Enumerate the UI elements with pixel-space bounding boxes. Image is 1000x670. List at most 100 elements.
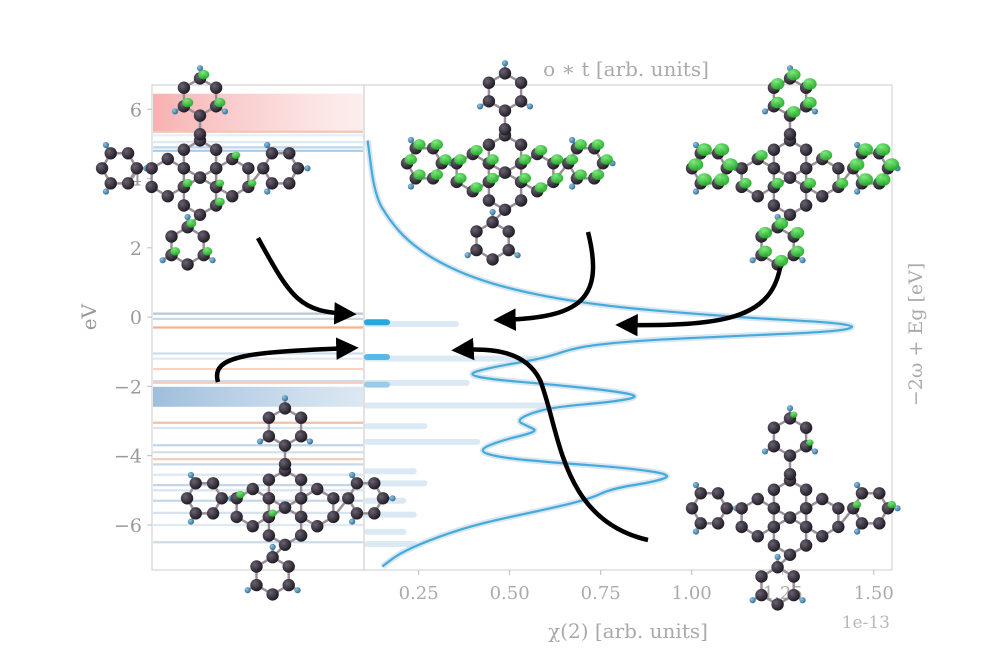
orbital-lobe	[852, 500, 862, 509]
carbon-atom	[735, 502, 748, 515]
hydrogen-atom	[196, 65, 204, 72]
carbon-atom	[502, 243, 515, 257]
carbon-atom	[193, 171, 207, 184]
molecule-top-right	[685, 65, 901, 271]
orbital-lobe	[202, 247, 213, 256]
orbital-lobe	[774, 217, 789, 230]
carbon-atom	[498, 166, 512, 179]
right-y-axis-label: −2ω + Eg [eV]	[905, 263, 927, 406]
carbon-atom	[799, 199, 813, 212]
carbon-atom	[498, 67, 512, 80]
carbon-atom	[282, 578, 295, 592]
orbital-lobe	[486, 172, 499, 184]
carbon-atom	[294, 473, 308, 486]
hydrogen-atom	[569, 136, 576, 144]
carbon-atom	[482, 76, 496, 89]
carbon-atom	[246, 520, 259, 533]
orbital-lobe	[714, 143, 730, 156]
carbon-atom	[104, 147, 117, 160]
x-tick-label: 0.25	[399, 583, 439, 604]
orbital-lobe	[430, 169, 443, 180]
orbital-lobe	[786, 68, 801, 81]
orbital-lobe	[835, 177, 849, 189]
x-tick-label: 0.75	[581, 583, 621, 604]
y-tick-label: −6	[114, 515, 142, 537]
carbon-atom	[783, 449, 797, 462]
transition-marker	[364, 319, 390, 326]
orbital-lobe	[413, 169, 426, 180]
carbon-atom	[189, 477, 202, 490]
carbon-atom	[278, 458, 292, 471]
carbon-atom	[294, 492, 308, 505]
hydrogen-atom	[102, 188, 110, 195]
carbon-atom	[767, 143, 781, 156]
orbital-lobe	[875, 173, 891, 186]
orbital-lobe	[803, 96, 817, 109]
carbon-atom	[787, 570, 800, 583]
hydrogen-atom	[269, 543, 276, 551]
carbon-atom	[177, 162, 191, 175]
carbon-atom	[799, 520, 813, 534]
hydrogen-atom	[749, 597, 756, 604]
orbital-lobe	[247, 179, 257, 187]
carbon-atom	[498, 104, 512, 117]
carbon-atom	[787, 588, 800, 602]
orbital-lobe	[215, 179, 225, 187]
carbon-atom	[350, 507, 364, 520]
carbon-atom	[755, 570, 768, 583]
transition-marker	[364, 381, 390, 388]
transition-arrow	[256, 236, 357, 325]
orbital-lobe	[565, 154, 579, 165]
orbital-lobe	[887, 500, 897, 509]
hydrogen-atom	[692, 141, 700, 149]
orbital-lobe	[413, 139, 426, 150]
orbital-lobe	[534, 182, 548, 193]
carbon-atom	[161, 152, 174, 166]
orbital-lobe	[470, 182, 483, 193]
hydrogen-atom	[407, 183, 415, 190]
orbital-lobe	[518, 172, 532, 184]
orbital-lobe	[755, 150, 768, 161]
transition-streak	[364, 528, 407, 535]
y-tick-label: −2	[114, 376, 142, 398]
hydrogen-atom	[171, 108, 179, 115]
orbital-lobe	[518, 154, 532, 165]
hydrogen-atom	[854, 188, 861, 195]
y-axis-label: eV	[77, 303, 101, 330]
orbital-lobe	[454, 154, 467, 165]
carbon-atom	[498, 203, 512, 216]
carbon-atom	[165, 230, 178, 243]
carbon-atom	[177, 143, 191, 156]
orbital-lobe	[806, 439, 814, 446]
x-tick-label: 1.50	[854, 583, 894, 604]
carbon-atom	[368, 507, 381, 520]
hydrogen-atom	[569, 183, 576, 190]
carbon-atom	[145, 180, 158, 194]
transition-arrows	[214, 231, 783, 543]
carbon-atom	[262, 529, 276, 542]
hydrogen-atom	[349, 471, 356, 479]
carbon-atom	[145, 162, 158, 175]
orbital-lobe	[875, 143, 891, 156]
carbon-atom	[767, 199, 781, 212]
carbon-atom	[294, 411, 308, 424]
orbital-lobe	[819, 150, 833, 161]
carbon-atom	[486, 216, 499, 229]
carbon-atom	[327, 510, 340, 524]
molecule-top-left	[95, 65, 311, 271]
hydrogen-atom	[281, 395, 289, 402]
orbital-lobe	[430, 139, 443, 150]
orbital-lobe	[758, 245, 773, 258]
orbital-lobe	[884, 158, 900, 171]
carbon-atom	[104, 177, 117, 190]
carbon-atom	[514, 95, 528, 108]
carbon-atom	[121, 147, 135, 160]
transition-arrow	[493, 231, 596, 331]
carbon-atom	[799, 539, 813, 552]
molecule-images	[95, 60, 901, 611]
orbital-lobe	[182, 97, 194, 108]
orbital-lobe	[697, 143, 712, 156]
carbon-atom	[121, 177, 135, 190]
